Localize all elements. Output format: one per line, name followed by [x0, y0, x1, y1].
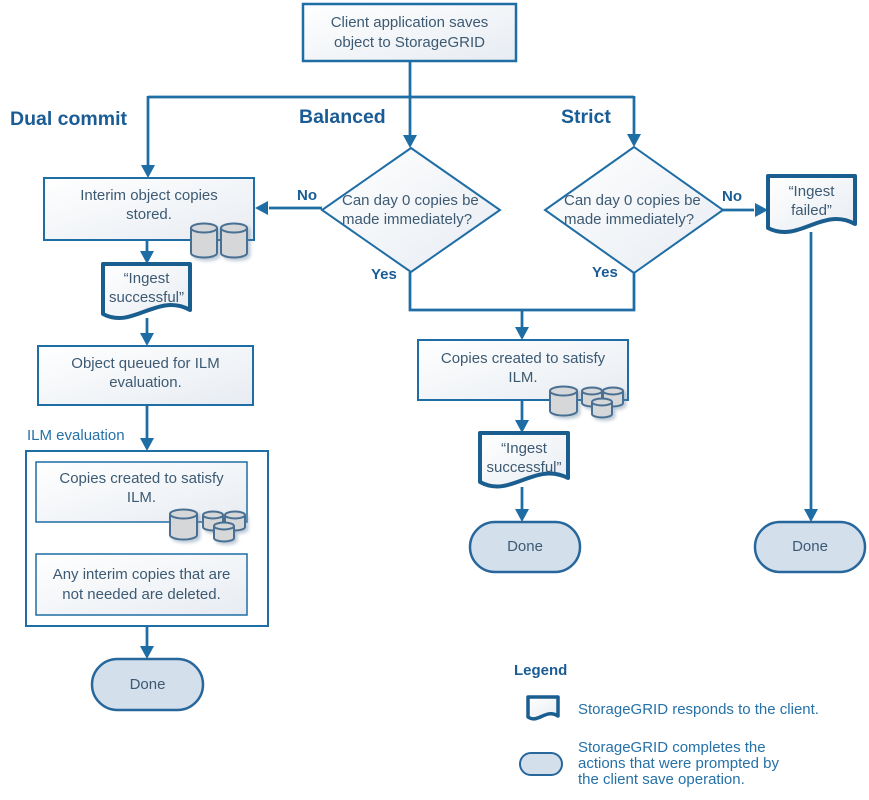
copies-created-left-label: Copies created to satisfy ILM. — [59, 469, 224, 506]
client-application-label: Client application saves object to Stora… — [330, 14, 489, 51]
process-client-application — [301, 2, 518, 63]
path-header-dual-commit: Dual commit — [10, 108, 128, 130]
strict-no-label: No — [722, 188, 742, 205]
flow-arrowheads — [140, 134, 818, 659]
interim-deleted-label: Any interim copies that are not needed a… — [52, 566, 231, 603]
ingest-successful-center-label: “Ingest successful” — [486, 439, 562, 476]
storage-cylinders-icon — [549, 385, 624, 419]
legend-completes-label: StorageGRID completes the actions that w… — [578, 739, 779, 788]
document-ingest-failed — [766, 174, 857, 235]
process-object-queued — [37, 345, 254, 406]
strict-question-label: Can day 0 copies be made immediately? — [564, 191, 701, 228]
storage-cylinders-icon — [169, 508, 246, 543]
done-right-label: Done — [792, 538, 828, 556]
terminator-done-center — [468, 520, 582, 574]
done-center-label: Done — [507, 538, 543, 556]
balanced-question-label: Can day 0 copies be made immediately? — [342, 191, 479, 228]
ilm-evaluation-label: ILM evaluation — [27, 427, 125, 445]
decision-balanced — [320, 146, 502, 274]
done-left-label: Done — [129, 675, 166, 693]
balanced-no-label: No — [297, 187, 317, 204]
legend-terminator-icon — [519, 752, 563, 776]
interim-copies-label: Interim object copies stored. — [80, 186, 218, 223]
storage-cylinders-icon — [190, 222, 248, 259]
path-header-balanced: Balanced — [299, 106, 386, 128]
terminator-done-right — [753, 520, 867, 574]
legend-responds-label: StorageGRID responds to the client. — [578, 701, 819, 719]
balanced-yes-label: Yes — [371, 266, 397, 283]
object-queued-label: Object queued for ILM evaluation. — [71, 354, 220, 391]
legend-document-icon — [526, 695, 560, 721]
legend-title: Legend — [514, 662, 568, 679]
process-interim-deleted — [35, 553, 248, 616]
ingest-failed-label: “Ingest failed” — [788, 182, 835, 219]
flow-connectors — [145, 61, 813, 646]
copies-created-center-label: Copies created to satisfy ILM. — [440, 349, 606, 386]
path-header-strict: Strict — [561, 106, 611, 128]
ingest-successful-left-label: “Ingest successful” — [108, 269, 185, 306]
document-ingest-successful-left — [101, 262, 192, 321]
strict-yes-label: Yes — [592, 264, 618, 281]
decision-strict — [543, 145, 725, 275]
process-interim-copies — [43, 177, 255, 241]
document-ingest-successful-center — [478, 431, 570, 489]
terminator-done-left — [90, 657, 205, 712]
